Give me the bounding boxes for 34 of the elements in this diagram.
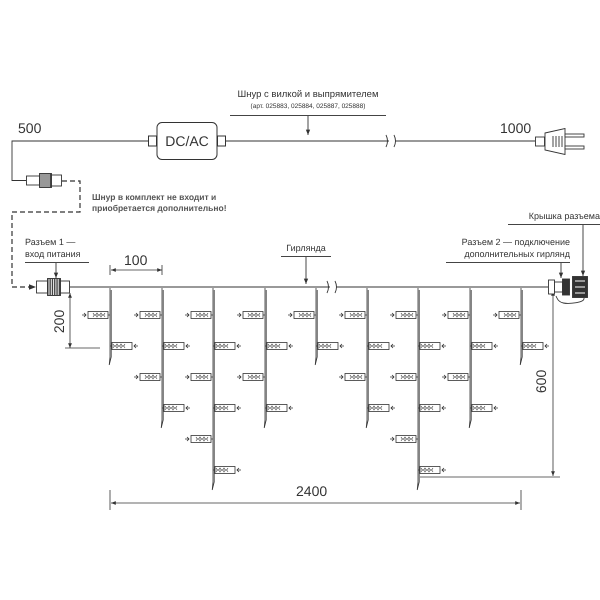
dimension-label: 200 xyxy=(50,310,68,334)
cable xyxy=(556,296,584,304)
cable xyxy=(226,140,536,142)
cable xyxy=(12,140,148,181)
dimension-label: 2400 xyxy=(296,482,328,501)
leader-line xyxy=(580,224,586,276)
underlined-callout xyxy=(230,89,386,116)
underlined-callout xyxy=(446,236,570,263)
note-text: Шнур в комплект не входит и приобретается дополнительно! xyxy=(92,192,228,215)
dimension-label: 500 xyxy=(18,119,42,138)
cable-connector-drawing xyxy=(26,173,62,188)
underlined-callout xyxy=(508,210,600,225)
connector-drawing xyxy=(548,278,570,296)
callout-label: Крышка разъема xyxy=(528,210,600,222)
dimension-label: 100 xyxy=(124,251,148,270)
dimension-label: 600 xyxy=(532,370,550,394)
dashed-connector xyxy=(11,180,81,290)
underlined-callout xyxy=(25,236,89,263)
converter-box xyxy=(148,122,226,160)
callout-label: Шнур с вилкой и выпрямителем xyxy=(238,89,378,101)
leader-line xyxy=(558,262,564,278)
cap-drawing xyxy=(572,276,588,298)
connector-drawing xyxy=(36,278,70,296)
cable xyxy=(70,286,548,288)
plug-drawing xyxy=(535,128,585,155)
underlined-callout xyxy=(281,242,331,257)
leader-line xyxy=(54,262,58,278)
converter-label: DC/AC xyxy=(165,133,209,149)
leader-line xyxy=(306,116,310,136)
callout-label: Разъем 2 — подключение дополнительных гирлянд xyxy=(460,236,570,260)
callout-label: Разъем 1 — вход питания xyxy=(25,236,82,260)
dimension-label: 1000 xyxy=(500,119,532,138)
callout-label: Гирлянда xyxy=(286,242,326,254)
leader-line xyxy=(304,256,308,284)
